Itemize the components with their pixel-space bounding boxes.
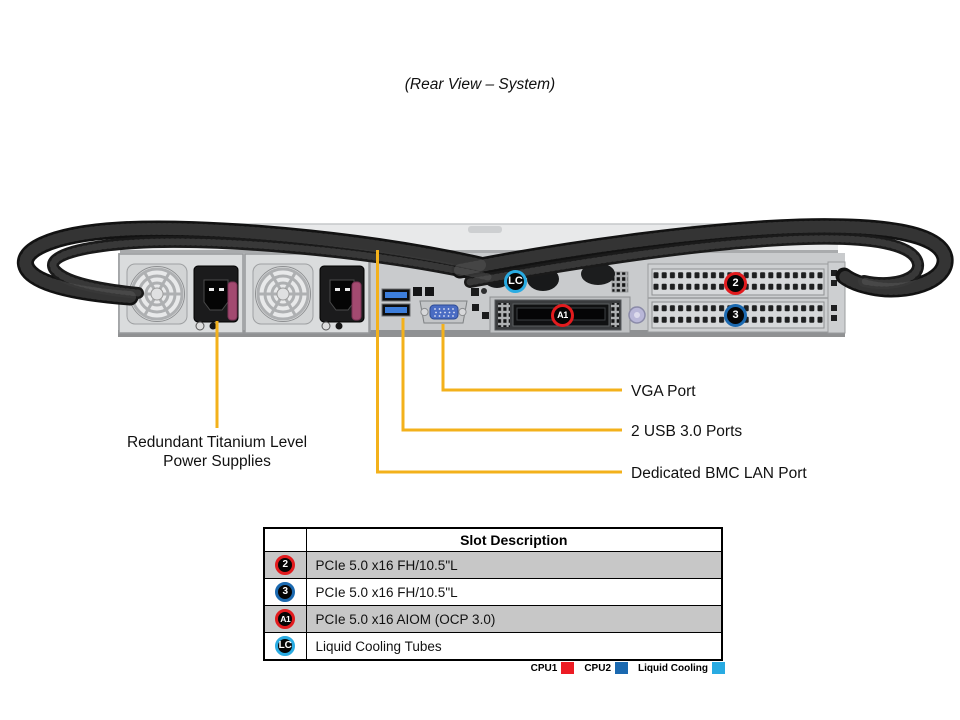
legend-label-cpu1: CPU1 <box>530 662 558 674</box>
lc-table-badge: LC <box>275 636 296 656</box>
liquid-cooling-color-swatch <box>712 662 725 674</box>
table-row-lc: LC Liquid Cooling Tubes <box>263 632 723 661</box>
psu-callout-label: Redundant Titanium Level Power Supplies <box>126 434 308 470</box>
slot2-badge: 2 <box>724 272 747 295</box>
lc-description: Liquid Cooling Tubes <box>305 632 723 661</box>
legend-label-cpu2: CPU2 <box>584 662 612 674</box>
table-row-slot3: 3 PCIe 5.0 x16 FH/10.5"L <box>263 578 723 606</box>
figure-title: (Rear View – System) <box>404 76 556 93</box>
cpu2-color-swatch <box>615 662 629 674</box>
table-row-a1: A1 PCIe 5.0 x16 AIOM (OCP 3.0) <box>263 605 723 633</box>
table-header-slot-description: Slot Description <box>305 527 723 552</box>
slot3-description: PCIe 5.0 x16 FH/10.5"L <box>305 578 723 606</box>
vga-port <box>419 300 468 324</box>
slot3-badge: 3 <box>724 304 747 327</box>
power-supply-2 <box>244 253 370 334</box>
slot-description-table: Slot Description 2 PCIe 5.0 x16 FH/10.5"… <box>263 527 723 661</box>
cpu-color-legend: CPU1 CPU2 Liquid Cooling <box>420 660 725 676</box>
power-supply-1 <box>118 253 244 334</box>
usb-ports <box>381 288 411 317</box>
a1-table-badge: A1 <box>275 609 296 629</box>
slot2-table-badge: 2 <box>275 555 296 575</box>
a1-badge: A1 <box>551 304 574 327</box>
table-header-row: Slot Description <box>263 527 723 552</box>
table-row-slot2: 2 PCIe 5.0 x16 FH/10.5"L <box>263 551 723 579</box>
bmc-callout-label: Dedicated BMC LAN Port <box>631 465 807 482</box>
cpu1-color-swatch <box>561 662 575 674</box>
io-misc-connectors <box>413 271 629 319</box>
liquid-cooling-tubes <box>16 218 954 306</box>
lc-badge: LC <box>504 270 527 293</box>
pcie-slot-covers <box>647 261 846 334</box>
vga-callout-label: VGA Port <box>631 383 696 400</box>
table-corner-cell <box>263 527 307 552</box>
a1-description: PCIe 5.0 x16 AIOM (OCP 3.0) <box>305 605 723 633</box>
slot2-description: PCIe 5.0 x16 FH/10.5"L <box>305 551 723 579</box>
slot3-table-badge: 3 <box>275 582 296 602</box>
legend-label-liquid-cooling: Liquid Cooling <box>638 662 708 674</box>
callout-lines <box>215 250 622 474</box>
usb-callout-label: 2 USB 3.0 Ports <box>631 423 743 440</box>
